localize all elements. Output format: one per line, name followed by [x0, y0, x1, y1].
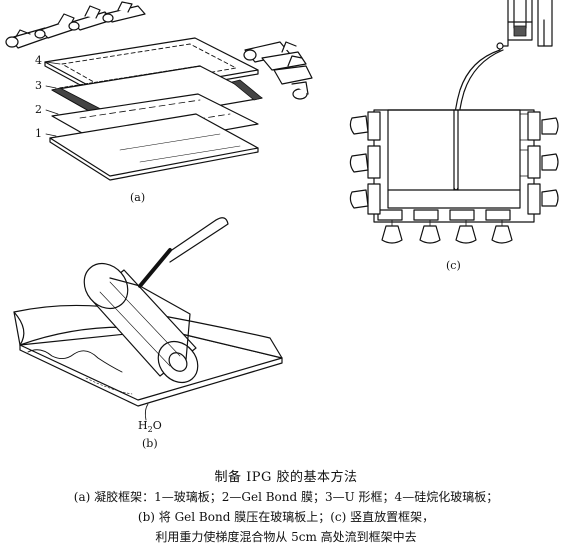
- layer-number-4: 4: [35, 54, 42, 67]
- caption-line-3: 利用重力使梯度混合物从 5cm 高处流到框架中去: [155, 530, 417, 544]
- water-label: H2O: [138, 419, 162, 435]
- left-clamps: [349, 115, 369, 209]
- right-clips: [243, 41, 313, 100]
- panel-c-vertical-cassette: [349, 0, 559, 244]
- panel-b-label: (b): [142, 437, 158, 450]
- caption-line-1: (a) 凝胶框架：1—玻璃板；2—Gel Bond 膜；3—U 形框；4—硅烷化…: [73, 490, 499, 504]
- panel-b-roller: [13, 217, 283, 421]
- bottom-clamps: [381, 219, 513, 244]
- layer-number-2: 2: [35, 103, 42, 116]
- figure-title: 制备 IPG 胶的基本方法: [214, 470, 358, 485]
- layer-1-glass-plate: [49, 113, 259, 181]
- panel-c-label: (c): [446, 259, 461, 272]
- layer-number-3: 3: [35, 79, 42, 92]
- left-clips: [5, 1, 146, 49]
- layer-number-1: 1: [35, 127, 42, 140]
- right-clamps: [541, 117, 559, 207]
- caption-line-2: (b) 将 Gel Bond 膜压在玻璃板上；(c) 竖直放置框架，: [137, 510, 435, 524]
- roller[interactable]: [75, 217, 229, 391]
- panel-a-cassette: [5, 1, 313, 181]
- gradient-mixer: [496, 0, 553, 50]
- vertical-frame: [367, 109, 541, 223]
- panel-a-label: (a): [130, 191, 146, 204]
